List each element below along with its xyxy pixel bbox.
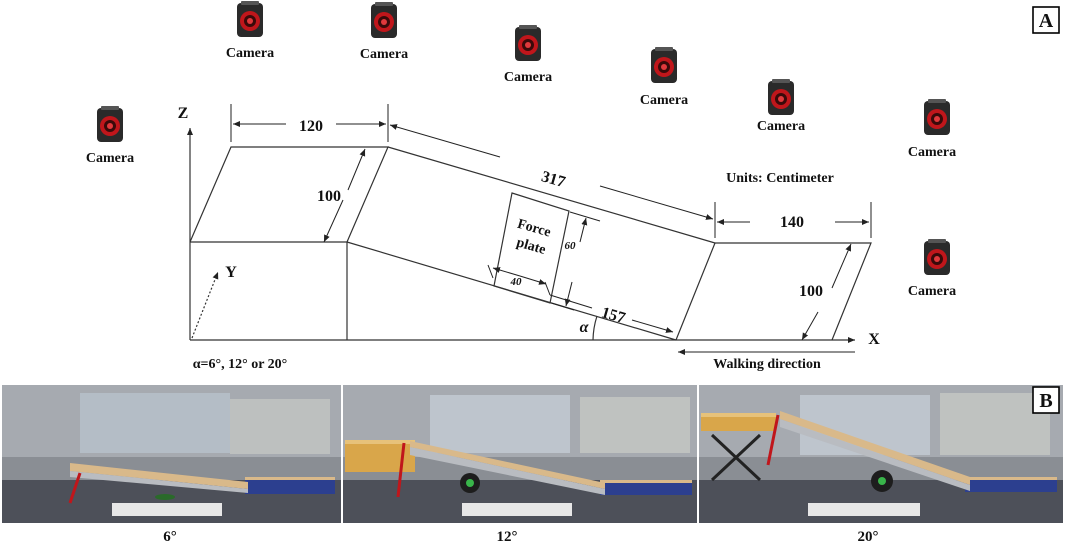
photo-6-degrees: [2, 385, 341, 523]
dim-plate-length: 60: [565, 240, 577, 252]
dim-top-left: 120: [299, 118, 323, 135]
dim-plate-offset: 157: [599, 304, 627, 327]
caption-12-degrees: 12°: [497, 529, 518, 545]
dim-left-height: 100: [317, 188, 341, 205]
x-axis-label: X: [868, 331, 880, 348]
photo-20-degrees: [699, 385, 1063, 523]
camera-label: Camera: [640, 93, 688, 108]
camera-label: Camera: [504, 70, 552, 85]
camera-2: Camera: [226, 1, 274, 61]
camera-icon: [371, 2, 397, 38]
camera-label: Camera: [86, 151, 134, 166]
panel-b-label: B: [1032, 386, 1060, 414]
camera-6: Camera: [757, 79, 805, 134]
y-axis-label: Y: [225, 264, 237, 281]
y-axis: [191, 271, 219, 339]
camera-label: Camera: [226, 46, 274, 61]
camera-icon: [515, 25, 541, 61]
dimension-lines: [230, 104, 872, 355]
slope-angle-arc: [592, 315, 598, 341]
dim-plate-width: 40: [510, 276, 523, 288]
camera-icon: [651, 47, 677, 83]
camera-3: Camera: [360, 2, 408, 62]
camera-label: Camera: [360, 47, 408, 62]
force-plate: [493, 192, 570, 304]
z-axis-label: Z: [178, 105, 189, 122]
svg-text:B: B: [1039, 390, 1052, 412]
camera-label: Camera: [908, 284, 956, 299]
camera-4: Camera: [504, 25, 552, 85]
camera-icon: [237, 1, 263, 37]
photo-12-degrees: [343, 385, 697, 523]
camera-8: Camera: [908, 239, 956, 299]
camera-5: Camera: [640, 47, 688, 108]
camera-icon: [924, 99, 950, 135]
caption-20-degrees: 20°: [858, 529, 879, 545]
walking-direction-label: Walking direction: [713, 357, 821, 372]
camera-label: Camera: [757, 119, 805, 134]
camera-label: Camera: [908, 145, 956, 160]
ramp-photos: B 6° 12° 20°: [2, 385, 1063, 545]
angle-symbol: α: [580, 319, 590, 336]
camera-icon: [768, 79, 794, 115]
panel-a-label: A: [1032, 6, 1060, 34]
dim-slope-length: 317: [539, 168, 567, 191]
camera-icon: [97, 106, 123, 142]
camera-icon: [924, 239, 950, 275]
setup-diagram: A Camera Camera Camera Camera Camera Cam…: [86, 1, 1060, 372]
dim-top-right: 140: [780, 214, 804, 231]
units-label: Units: Centimeter: [726, 171, 834, 186]
camera-1: Camera: [86, 106, 134, 166]
camera-7: Camera: [908, 99, 956, 160]
svg-text:A: A: [1039, 10, 1054, 32]
walkway-drawing: [187, 128, 872, 343]
angle-note: α=6°, 12° or 20°: [193, 357, 288, 372]
dim-right-height: 100: [799, 283, 823, 300]
caption-6-degrees: 6°: [163, 529, 177, 545]
